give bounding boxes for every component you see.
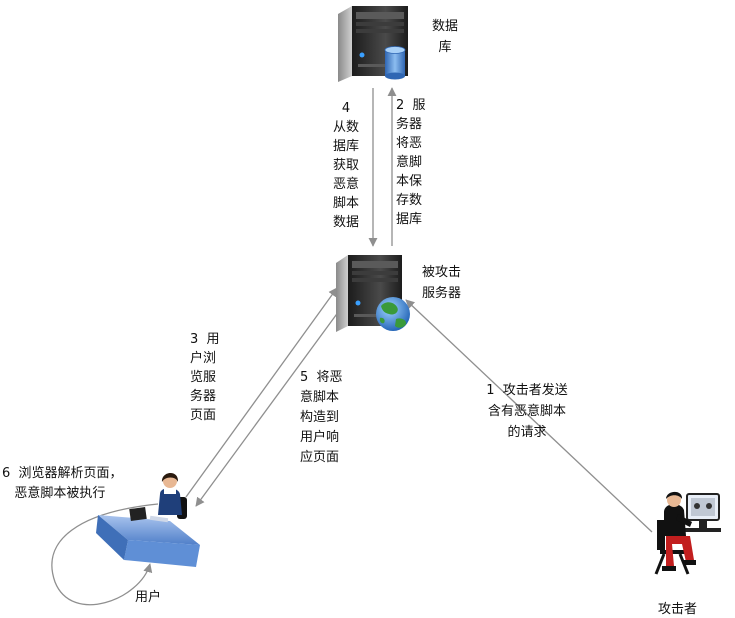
user-label: 用户 bbox=[135, 590, 162, 605]
step2-label: 2 服 务器 将恶 意脚 本保 存数 据库 bbox=[396, 98, 426, 227]
step3-label: 3 用 户浏 览服 务器 页面 bbox=[190, 332, 220, 423]
user-at-desk-icon bbox=[96, 472, 200, 567]
attacker-label: 攻击者 bbox=[658, 602, 698, 617]
attacked-server-label: 被攻击 服务器 bbox=[422, 265, 462, 301]
arrow-step1 bbox=[405, 299, 653, 533]
hacker-at-computer-icon bbox=[654, 491, 721, 575]
arrow-step3 bbox=[185, 287, 338, 498]
step6-label: 6 浏览器解析页面， 恶意脚本被执行 bbox=[2, 466, 123, 501]
step1-label: 1 攻击者发送 含有恶意脚本 的请求 bbox=[486, 383, 568, 440]
step5-label: 5 将恶 意脚本 构造到 用户响 应页面 bbox=[300, 370, 343, 465]
arrow-step5 bbox=[195, 295, 351, 507]
database-label: 数据 库 bbox=[431, 19, 458, 55]
web-server-icon bbox=[336, 255, 410, 332]
step4-label: 4 从数 据库 获取 恶意 脚本 数据 bbox=[332, 101, 359, 230]
database-server-icon bbox=[338, 6, 408, 82]
